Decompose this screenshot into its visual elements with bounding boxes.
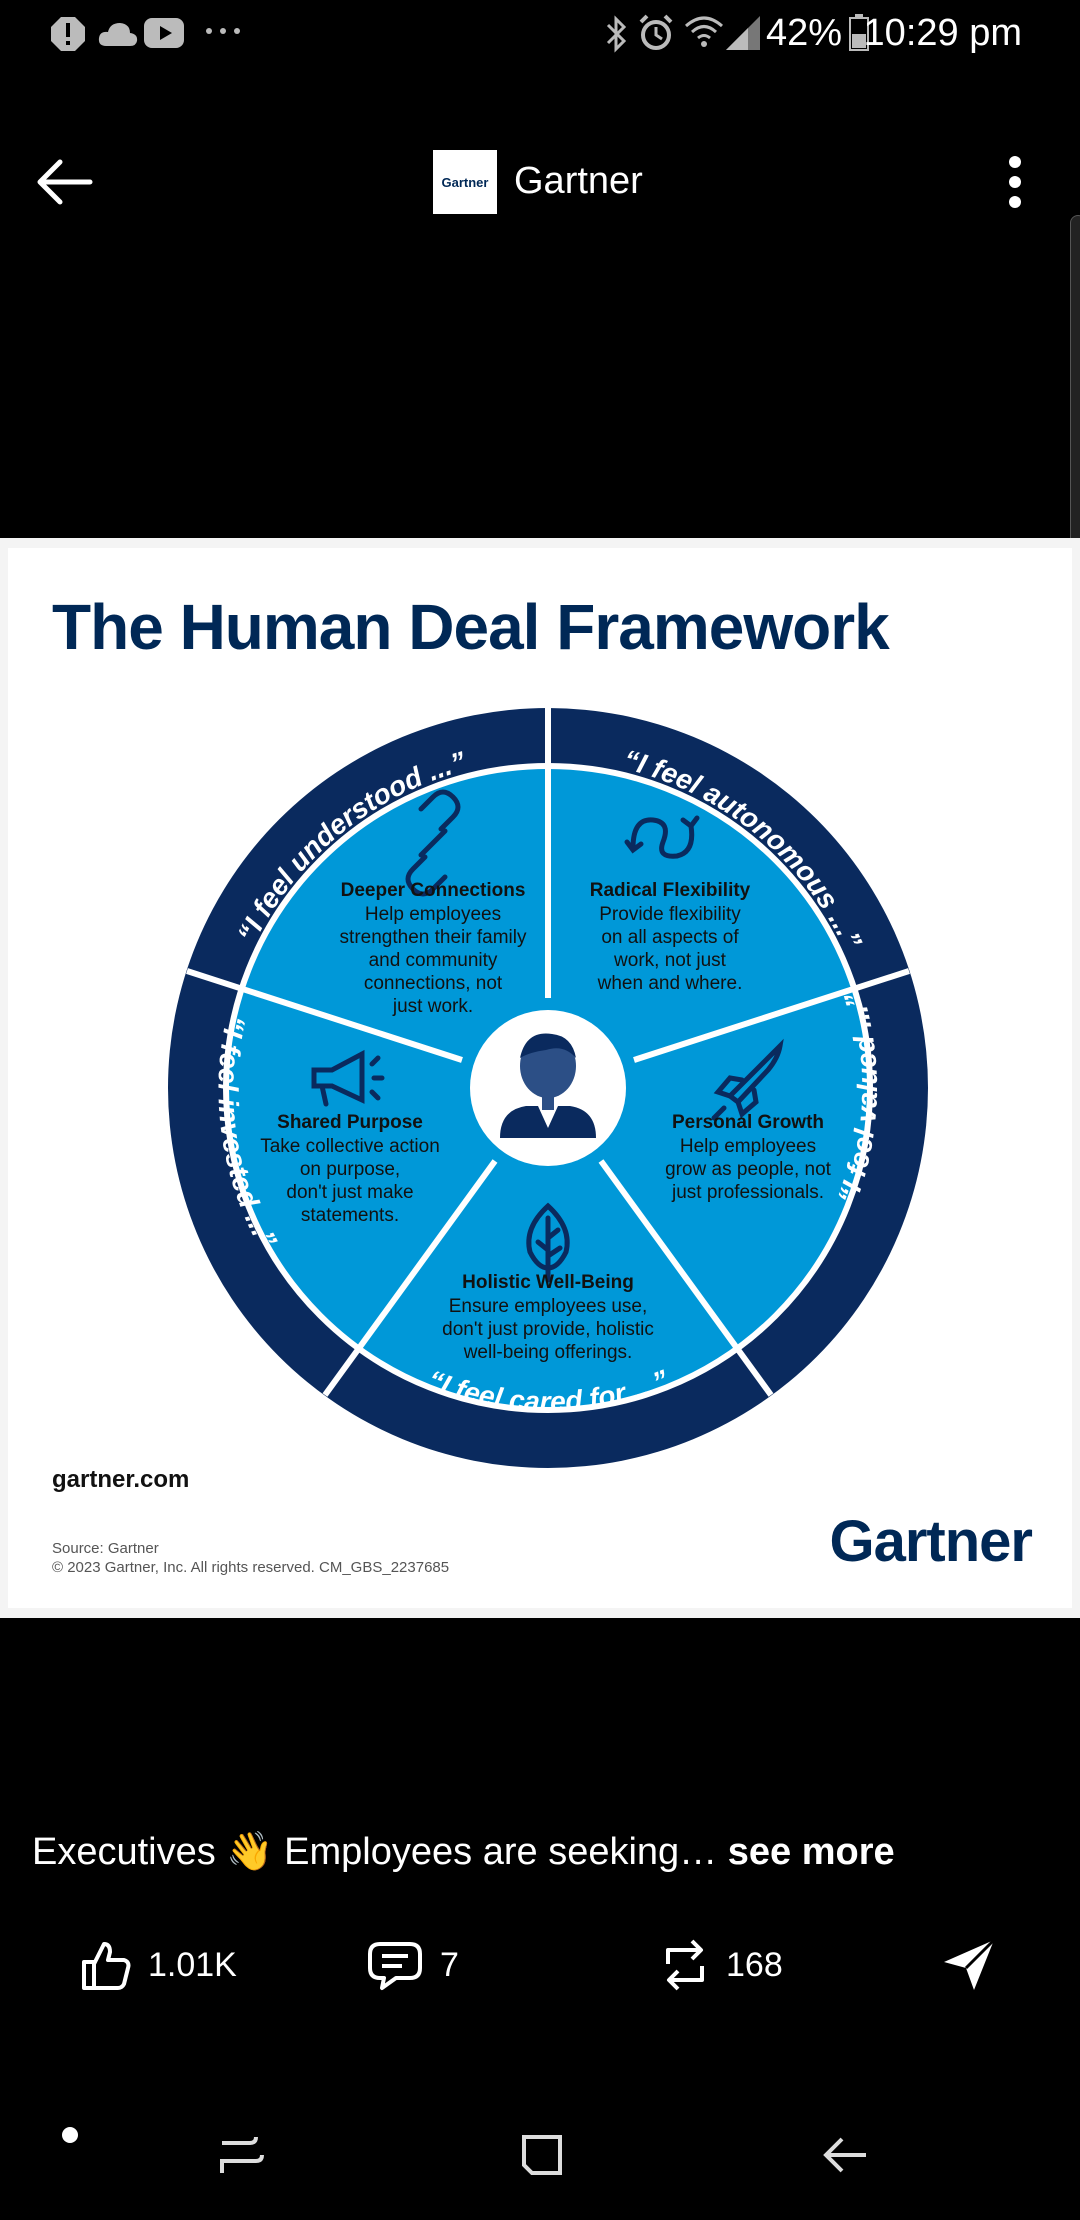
flexibility-arrows-icon xyxy=(624,815,700,859)
post-image[interactable]: The Human Deal Framework xyxy=(0,538,1080,1618)
segment-holistic-well-being: Holistic Well-Being Ensure employees use… xyxy=(442,1272,654,1363)
repost-button[interactable]: 168 xyxy=(660,1935,783,1995)
svg-text:grow as people, not: grow as people, not xyxy=(665,1159,832,1180)
svg-text:well-being offerings.: well-being offerings. xyxy=(463,1342,633,1363)
comment-count: 7 xyxy=(440,1945,459,1984)
framework-wheel: “I feel understood ...” “I feel autonomo… xyxy=(168,708,928,1468)
leaf-icon xyxy=(526,1202,570,1283)
clock: 10:29 pm xyxy=(863,12,1022,54)
wifi-icon xyxy=(685,16,723,47)
svg-text:and community: and community xyxy=(369,950,498,971)
thumbs-up-icon xyxy=(82,1942,131,1990)
alarm-icon xyxy=(639,14,673,50)
svg-text:Personal Growth: Personal Growth xyxy=(672,1112,824,1133)
send-icon xyxy=(944,1938,996,1990)
svg-text:Help employees: Help employees xyxy=(680,1136,816,1157)
svg-text:Holistic Well-Being: Holistic Well-Being xyxy=(462,1272,634,1293)
comment-icon xyxy=(368,1942,422,1990)
back-arrow-icon[interactable] xyxy=(30,150,100,220)
framework-infographic: The Human Deal Framework xyxy=(8,548,1072,1608)
alert-icon xyxy=(51,17,85,51)
battery-percentage: 42% xyxy=(765,12,842,54)
svg-text:Deeper Connections: Deeper Connections xyxy=(341,880,526,901)
like-count: 1.01K xyxy=(148,1945,237,1984)
nav-dot-icon[interactable] xyxy=(60,2125,80,2145)
more-options-icon[interactable] xyxy=(990,150,1040,220)
svg-text:don't just make: don't just make xyxy=(286,1182,413,1203)
svg-text:strengthen their family: strengthen their family xyxy=(340,927,527,948)
see-more-link[interactable]: see more xyxy=(727,1831,895,1873)
send-button[interactable] xyxy=(940,1935,1014,1995)
svg-text:Shared Purpose: Shared Purpose xyxy=(277,1112,423,1133)
segment-dividers xyxy=(186,708,910,1397)
cloud-icon xyxy=(98,23,138,46)
gartner-url: gartner.com xyxy=(52,1466,190,1493)
gartner-logo: Gartner xyxy=(829,1509,1033,1574)
like-button[interactable]: 1.01K xyxy=(78,1935,237,1995)
svg-text:Ensure employees use,: Ensure employees use, xyxy=(449,1296,648,1317)
source-line: Source: Gartner xyxy=(52,1540,159,1557)
svg-text:on purpose,: on purpose, xyxy=(300,1159,400,1180)
svg-text:statements.: statements. xyxy=(301,1205,399,1226)
segment-deeper-connections: Deeper Connections Help employees streng… xyxy=(340,880,527,1017)
svg-text:Radical Flexibility: Radical Flexibility xyxy=(590,880,751,901)
svg-text:Help employees: Help employees xyxy=(365,904,501,925)
link-icon xyxy=(405,789,461,897)
segment-shared-purpose: Shared Purpose Take collective action on… xyxy=(260,1112,440,1226)
svg-text:Take collective action: Take collective action xyxy=(260,1136,440,1157)
signal-icon xyxy=(726,16,760,50)
bluetooth-icon xyxy=(606,15,627,53)
svg-text:when and where.: when and where. xyxy=(597,973,743,994)
page-name[interactable]: Gartner xyxy=(514,160,643,202)
megaphone-icon xyxy=(311,1049,385,1107)
person-center-icon xyxy=(470,1010,626,1166)
youtube-icon xyxy=(144,18,184,48)
home-icon[interactable] xyxy=(510,2125,570,2185)
framework-title: The Human Deal Framework xyxy=(52,591,890,663)
nav-back-icon[interactable] xyxy=(814,2125,874,2185)
repost-count: 168 xyxy=(726,1945,783,1984)
segment-personal-growth: Personal Growth Help employees grow as p… xyxy=(665,1112,832,1203)
svg-text:just work.: just work. xyxy=(392,996,473,1017)
status-bar: 42% 10:29 pm xyxy=(0,0,1080,70)
svg-text:Provide flexibility: Provide flexibility xyxy=(599,904,741,925)
rocket-icon xyxy=(711,1038,784,1121)
svg-text:just professionals.: just professionals. xyxy=(671,1182,824,1203)
recent-apps-icon[interactable] xyxy=(210,2125,270,2185)
repost-icon xyxy=(666,1939,704,1991)
svg-text:work, not just: work, not just xyxy=(613,950,727,971)
page-logo[interactable]: Gartner xyxy=(433,150,497,214)
svg-text:on all aspects of: on all aspects of xyxy=(601,927,739,948)
comment-button[interactable]: 7 xyxy=(366,1935,459,1995)
svg-text:connections, not: connections, not xyxy=(364,973,503,994)
battery-icon xyxy=(849,14,869,51)
copyright-line: © 2023 Gartner, Inc. All rights reserved… xyxy=(52,1559,450,1576)
post-caption[interactable]: Executives 👋 Employees are seeking… see … xyxy=(32,1830,895,1874)
svg-text:don't just provide, holistic: don't just provide, holistic xyxy=(442,1319,654,1340)
more-notifications-icon xyxy=(206,28,240,34)
caption-text: Executives 👋 Employees are seeking… xyxy=(32,1831,728,1873)
segment-radical-flexibility: Radical Flexibility Provide flexibility … xyxy=(590,880,751,994)
